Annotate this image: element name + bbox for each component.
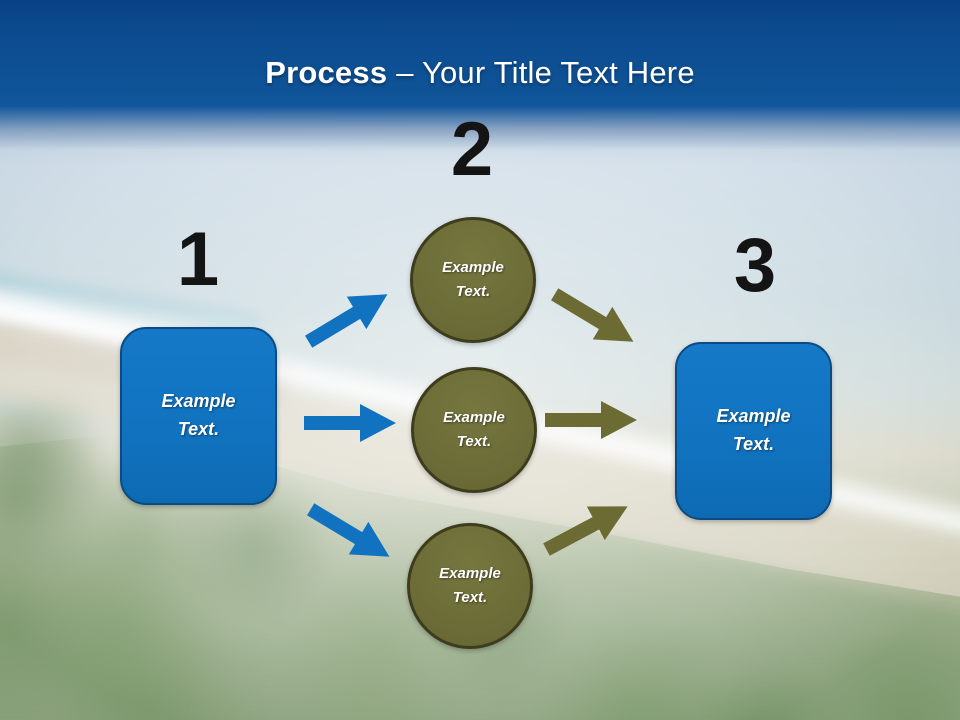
step-number-2: 2 [450, 107, 494, 192]
arrow-circle-bottom-to-box3-icon [537, 489, 637, 568]
slide-title-emphasis: Process [265, 55, 388, 90]
process-circle-top: Example Text. [410, 217, 536, 343]
slide-title: Process– Your Title Text Here [0, 55, 960, 91]
arrow-box1-to-circle-top-icon [298, 277, 397, 359]
label-line: Text. [732, 434, 775, 454]
label-line: Example [439, 565, 501, 582]
process-box-step3-label: Example Text. [716, 403, 790, 459]
arrow-circle-middle-to-box3-icon [545, 400, 637, 440]
label-line: Example [442, 259, 504, 276]
process-box-step1-label: Example Text. [161, 388, 235, 444]
process-box-step3: Example Text. [675, 342, 832, 520]
label-line: Text. [452, 589, 488, 606]
process-circle-middle: Example Text. [411, 367, 537, 493]
label-line: Text. [455, 283, 491, 300]
step-number-1: 1 [176, 217, 220, 302]
process-circle-top-label: Example Text. [442, 256, 504, 304]
process-box-step1: Example Text. [120, 327, 277, 505]
process-circle-bottom-label: Example Text. [439, 562, 501, 610]
label-line: Example [161, 391, 236, 412]
process-circle-bottom: Example Text. [407, 523, 533, 649]
process-circle-middle-label: Example Text. [443, 406, 505, 454]
label-line: Text. [456, 433, 492, 450]
label-line: Example [716, 406, 791, 427]
label-line: Text. [177, 419, 220, 439]
arrow-box1-to-circle-bottom-icon [300, 492, 399, 574]
arrow-circle-top-to-box3-icon [544, 277, 643, 359]
step-number-3: 3 [733, 223, 777, 308]
arrow-box1-to-circle-middle-icon [304, 403, 396, 443]
label-line: Example [443, 409, 505, 426]
slide-title-rest: – Your Title Text Here [396, 55, 695, 90]
